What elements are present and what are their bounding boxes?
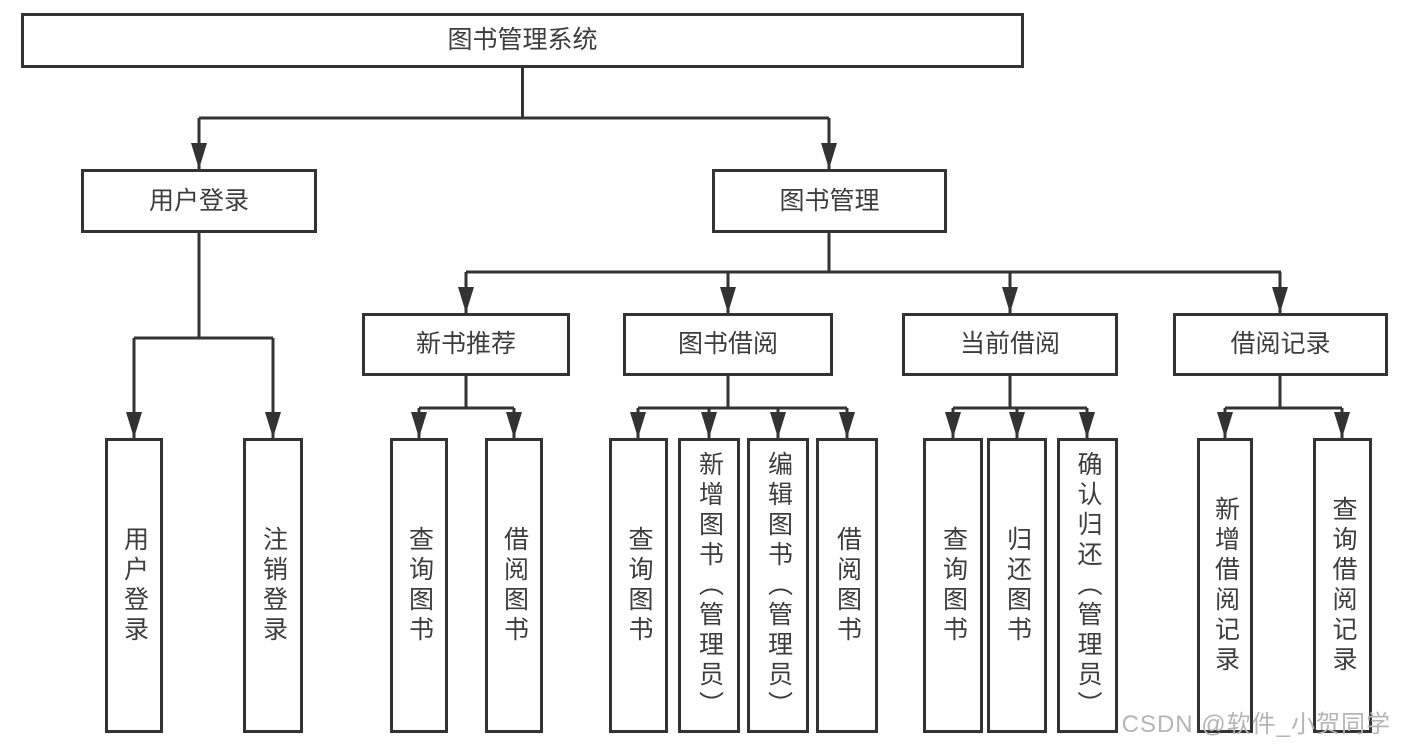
- connector-book-management-trunk: [466, 233, 1281, 274]
- leaf-query-borrow-record: 查询借阅记录: [1313, 438, 1372, 733]
- leaf-borrow-books-recommend: 借阅图书: [485, 438, 543, 733]
- leaf-logout: 注销登录: [243, 438, 303, 733]
- connector-new-book-trunk: [419, 376, 514, 410]
- leaf-edit-book-admin: 编辑图书（管理员）: [747, 438, 809, 733]
- connector-book-borrowing-trunk: [638, 376, 847, 410]
- connector-current-borrowing-trunk: [953, 376, 1087, 410]
- connector-root-trunk: [199, 68, 829, 120]
- node-current-borrowing: 当前借阅: [902, 313, 1118, 376]
- leaf-return-book: 归还图书: [987, 438, 1047, 733]
- leaf-confirm-return-admin: 确认归还（管理员）: [1057, 438, 1118, 733]
- node-user-login: 用户登录: [81, 169, 317, 233]
- node-new-book-recommendation: 新书推荐: [362, 313, 570, 376]
- leaf-add-borrow-record: 新增借阅记录: [1197, 438, 1253, 733]
- leaf-query-books-recommend: 查询图书: [390, 438, 448, 733]
- leaf-add-book-admin: 新增图书（管理员）: [678, 438, 740, 733]
- connector-borrowing-records-trunk: [1225, 376, 1342, 410]
- leaf-user-login: 用户登录: [105, 438, 163, 733]
- leaf-borrow-books-borrowing: 借阅图书: [816, 438, 878, 733]
- node-book-management: 图书管理: [712, 169, 947, 233]
- node-borrowing-records: 借阅记录: [1173, 313, 1388, 376]
- csdn-watermark: CSDN @软件_小贺同学: [1121, 711, 1391, 738]
- leaf-query-books-current: 查询图书: [923, 438, 983, 733]
- connector-user-login-trunk: [134, 233, 273, 340]
- node-book-borrowing: 图书借阅: [623, 313, 833, 376]
- leaf-query-books-borrowing: 查询图书: [609, 438, 668, 733]
- node-root: 图书管理系统: [21, 13, 1024, 68]
